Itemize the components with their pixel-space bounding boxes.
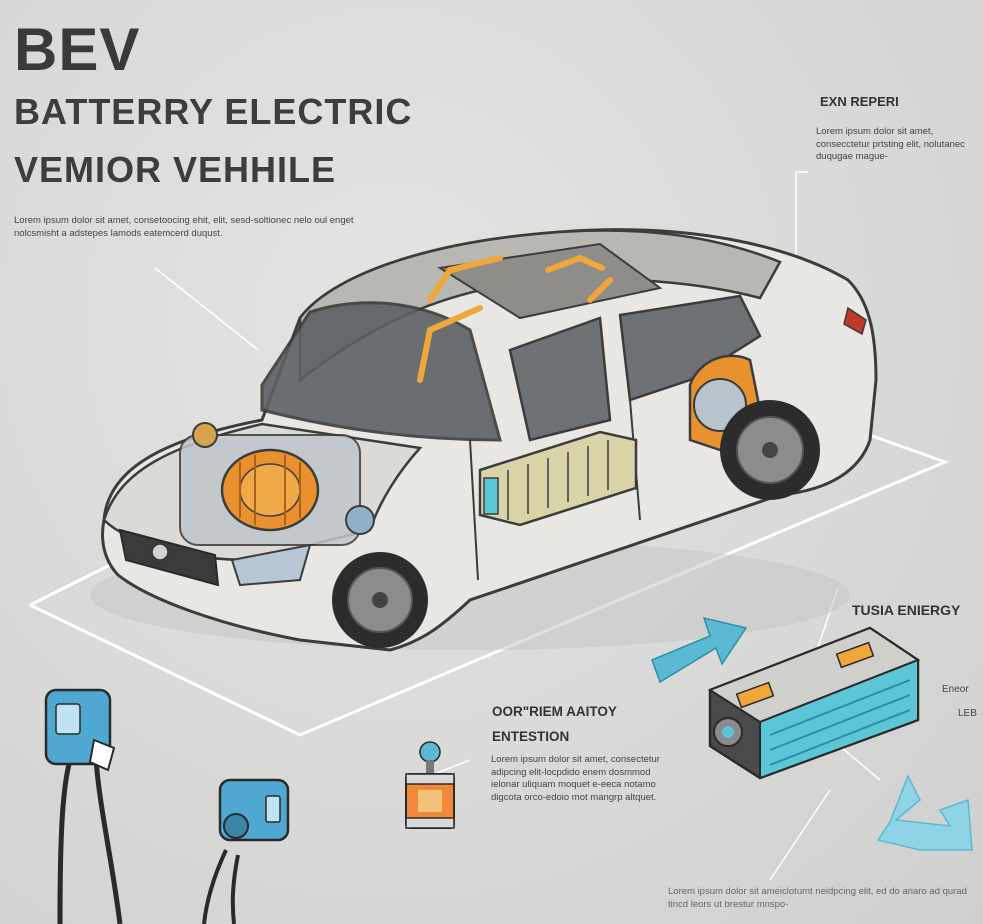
intro-paragraph: Lorem ipsum dolor sit amet, consetoocing… — [14, 215, 354, 239]
electric-motor — [179, 422, 375, 546]
rear-wheel — [720, 400, 820, 500]
battery-cell-component — [405, 741, 455, 829]
callout-battery-label-1: OOR"RIEM AAITOY — [492, 704, 617, 719]
blue-arrow-right — [651, 616, 748, 684]
charger-left — [44, 688, 123, 924]
battery-pack — [478, 430, 638, 527]
charger-right — [202, 778, 290, 924]
title-line-3: VEMIOR VEHHILE — [14, 149, 337, 190]
callout-thermal-sub2: LEB — [958, 708, 977, 719]
callout-thermal-label: TUSIA ENIERGY — [852, 602, 961, 618]
callout-bottom-text: Lorem ipsum dolor sit ameiclotumt neidpc… — [668, 886, 967, 910]
callout-top-right-text: Lorem ipsum dolor sit amet, consecctetur… — [816, 126, 965, 162]
callout-top-right-label: EXN REPERI — [820, 94, 899, 109]
callout-battery-label-2: ENTESTION — [492, 729, 570, 744]
energy-flow-arrows — [417, 254, 613, 383]
front-wheel — [332, 552, 428, 648]
blue-arrow-down — [876, 774, 973, 851]
callout-thermal-sub1: Eneor — [942, 684, 969, 695]
title-abbrev: BEV — [14, 16, 141, 83]
title-line-2: BATTERRY ELECTRIC — [14, 91, 413, 132]
car-illustration — [90, 228, 878, 652]
callout-battery-text: Lorem ipsum dolor sit amet, consectetur … — [491, 754, 660, 803]
battery-module — [707, 626, 921, 780]
